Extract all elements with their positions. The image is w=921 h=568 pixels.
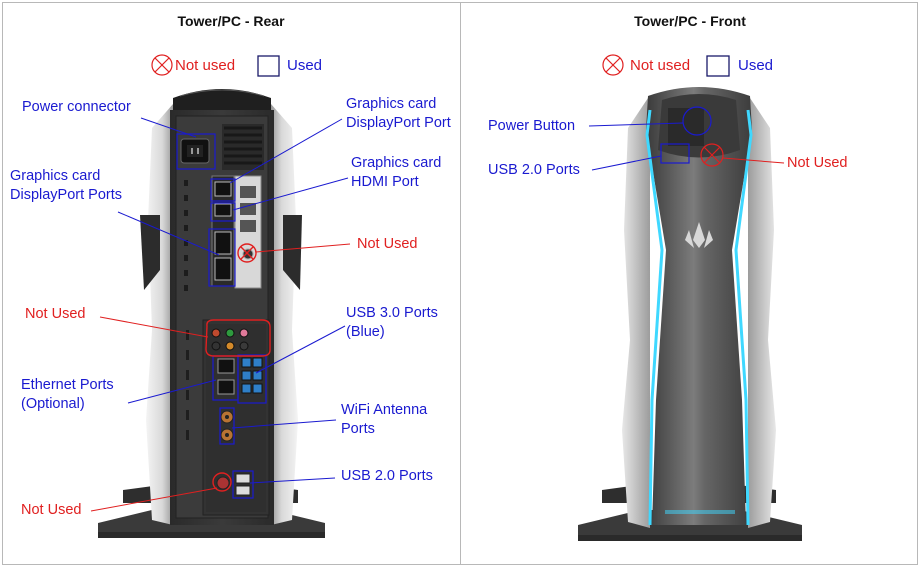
rear-not-used-markers [205,243,271,492]
rear-legend-used: Used [287,57,323,74]
label-power-button: Power Button [488,118,576,134]
panel-divider [460,2,461,565]
front-legend-used-icon [706,55,730,77]
front-markers [660,106,724,167]
front-legend-not-used-icon [602,54,624,76]
label-front-not-used: Not Used [787,155,848,171]
front-legend-used: Used [738,57,774,74]
label-front-usb2-ports: USB 2.0 Ports [488,162,580,178]
label-ethernet-ports: Ethernet Ports(Optional) [21,377,114,412]
label-not-used-bottom: Not Used [21,502,82,518]
label-not-used-gpu: Not Used [357,236,418,252]
rear-leader-lines [90,117,351,512]
rear-panel-title: Tower/PC - Rear [177,13,285,29]
front-legend-not-used: Not used [630,57,691,74]
label-not-used-audio: Not Used [25,306,86,322]
front-tower [578,87,802,541]
front-panel-title: Tower/PC - Front [634,13,746,29]
label-power-connector: Power connector [22,99,131,115]
rear-tower [98,89,325,538]
label-rear-usb2-ports: USB 2.0 Ports [341,468,433,484]
label-usb3-ports: USB 3.0 Ports(Blue) [346,305,438,340]
front-leader-lines [588,122,785,171]
rear-used-markers [176,133,267,499]
rear-legend-not-used: Not used [175,57,236,74]
rear-legend-used-icon [257,55,280,77]
brand-logo-icon [685,222,713,248]
rear-legend-not-used-icon [151,54,173,76]
